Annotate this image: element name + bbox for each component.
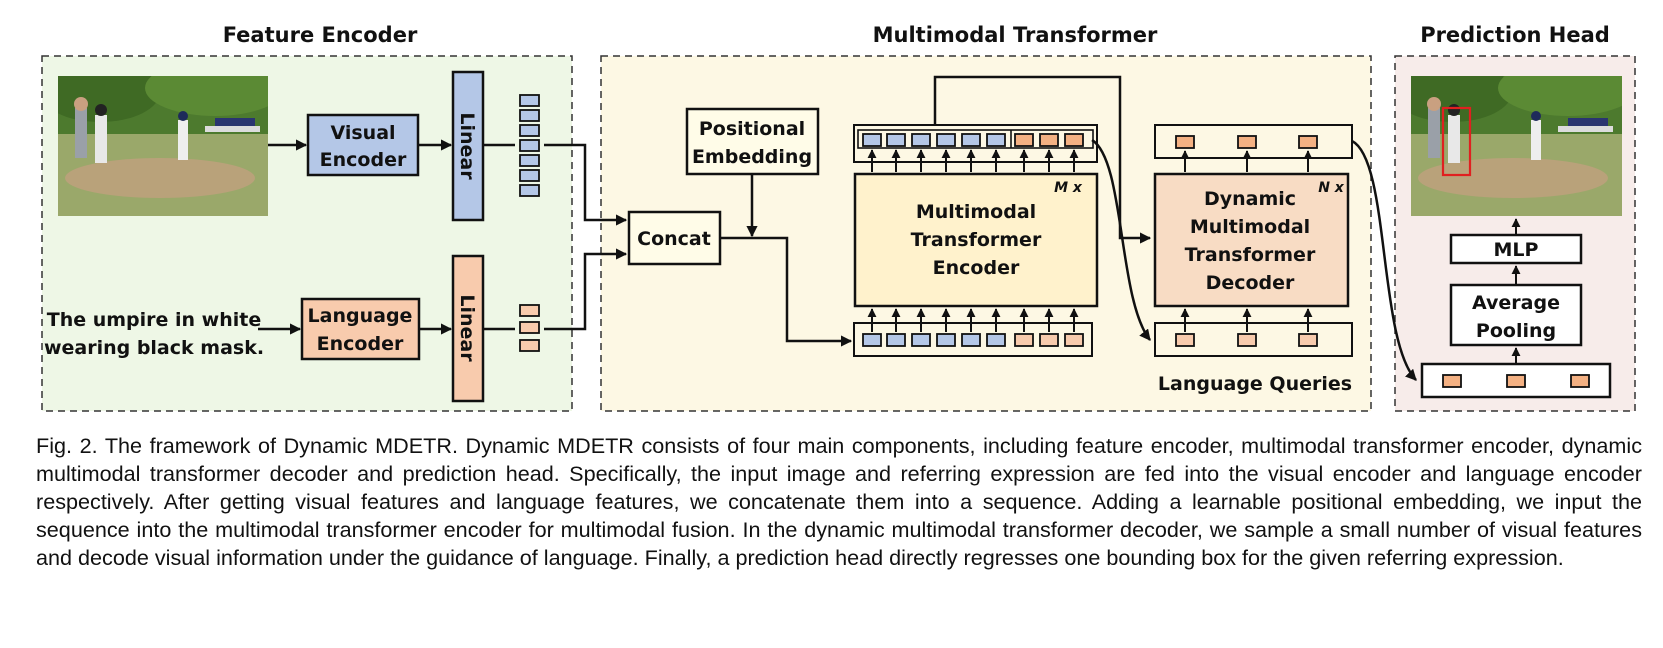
decoder-to-head-arrow bbox=[1351, 139, 1417, 381]
language-queries-label: Language Queries bbox=[1158, 373, 1352, 395]
expression-line-1: The umpire in white bbox=[47, 309, 262, 331]
caption-body: The framework of Dynamic MDETR. Dynamic … bbox=[36, 433, 1642, 570]
average-pooling-label-2: Pooling bbox=[1476, 320, 1556, 342]
language-encoder-box bbox=[300, 297, 421, 361]
expression-line-2: wearing black mask. bbox=[44, 337, 264, 359]
predicted-bounding-box bbox=[1441, 106, 1472, 177]
encoder-output-inner-frame bbox=[857, 129, 1094, 149]
visual-encoder-box bbox=[306, 113, 420, 177]
dynamic-decoder-label-1: Dynamic bbox=[1204, 188, 1296, 210]
dynamic-decoder-box bbox=[1153, 172, 1350, 308]
framework-diagram: Feature Encoder Multimodal Transformer P… bbox=[41, 23, 1636, 412]
feature-encoder-arrows bbox=[258, 139, 628, 335]
dynamic-decoder-label-2: Multimodal bbox=[1190, 216, 1310, 238]
dynamic-decoder-label-3: Transformer bbox=[1185, 244, 1316, 266]
language-query-tokens bbox=[1175, 333, 1318, 347]
decoder-repeat-label: N x bbox=[1318, 180, 1345, 196]
linear-visual-label: Linear bbox=[456, 112, 478, 180]
encoder-to-decoder-arrows bbox=[933, 75, 1152, 341]
visual-feature-tokens bbox=[519, 94, 540, 197]
encoder-repeat-label: M x bbox=[1054, 180, 1083, 196]
dynamic-decoder-label-4: Decoder bbox=[1206, 272, 1295, 294]
linear-language-label: Linear bbox=[456, 294, 478, 362]
encoder-input-arrows bbox=[867, 308, 1079, 332]
language-encoder-label-2: Encoder bbox=[317, 333, 404, 355]
visual-encoder-label-2: Encoder bbox=[320, 149, 407, 171]
multimodal-encoder-label-1: Multimodal bbox=[916, 201, 1036, 223]
language-feature-tokens bbox=[519, 304, 540, 352]
average-pooling-label-1: Average bbox=[1472, 292, 1560, 314]
visual-encoder-label-1: Visual bbox=[330, 122, 395, 144]
decoder-output-tokens bbox=[1175, 135, 1318, 149]
concat-label: Concat bbox=[637, 228, 711, 250]
multimodal-encoder-label-3: Encoder bbox=[933, 257, 1020, 279]
multimodal-encoder-label-2: Transformer bbox=[911, 229, 1042, 251]
caption-lead: Fig. 2. bbox=[36, 433, 98, 458]
encoder-output-tokens bbox=[862, 133, 1084, 147]
language-encoder-label-1: Language bbox=[308, 305, 413, 327]
encoder-output-arrows bbox=[867, 149, 1079, 172]
concat-arrows bbox=[720, 174, 853, 347]
multimodal-transformer-title: Multimodal Transformer bbox=[873, 23, 1158, 47]
mlp-label: MLP bbox=[1494, 239, 1539, 261]
language-query-arrows bbox=[1180, 308, 1313, 332]
input-image bbox=[58, 76, 268, 216]
output-image bbox=[1411, 76, 1622, 216]
positional-embedding-box bbox=[685, 107, 820, 176]
decoder-output-arrows bbox=[1180, 150, 1313, 172]
head-tokens bbox=[1442, 374, 1590, 388]
multimodal-encoder-box bbox=[853, 172, 1099, 308]
prediction-head-title: Prediction Head bbox=[1420, 23, 1610, 47]
figure-caption: Fig. 2. The framework of Dynamic MDETR. … bbox=[36, 432, 1642, 642]
positional-embedding-label-2: Embedding bbox=[692, 146, 812, 168]
feature-encoder-title: Feature Encoder bbox=[223, 23, 418, 47]
encoder-input-tokens bbox=[862, 333, 1084, 347]
positional-embedding-label-1: Positional bbox=[699, 118, 805, 140]
